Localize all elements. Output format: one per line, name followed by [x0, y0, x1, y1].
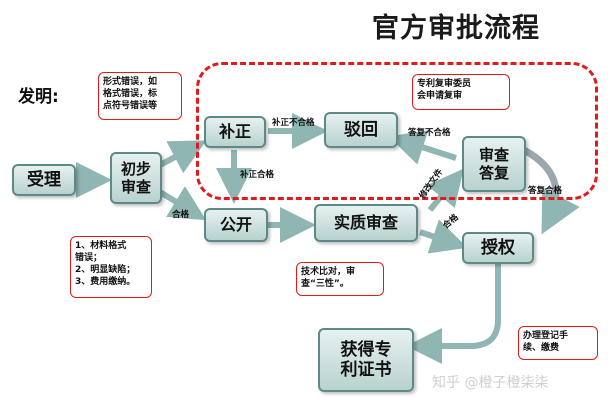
arrow-substantive-to-review: [426, 168, 464, 212]
patent-certificate-box: 获得专 利证书: [318, 328, 414, 392]
format-errors-callout: 形式错误，如 格式错误，标 点符号错误等: [98, 72, 182, 120]
requirements-callout: 1、材料格式 错误； 2、明显缺陷； 3、费用缴纳。: [70, 236, 152, 298]
publication-box: 公开: [204, 208, 268, 242]
arrow-preliminary-to-correction: [158, 140, 207, 174]
review-reply-box: 审查 答复: [462, 136, 526, 192]
correction-fail-label: 补正不合格: [272, 118, 315, 128]
arrow-preliminary-to-publication: [158, 186, 207, 221]
page-title: 官方审批流程: [372, 13, 540, 44]
invention-label: 发明:: [18, 87, 59, 107]
substantive-examination-box: 实质审查: [314, 204, 418, 242]
rejection-box: 驳回: [324, 112, 398, 148]
watermark: 知乎 @橙子橙柒柒: [432, 375, 549, 391]
preliminary-review-box: 初步 审查: [110, 152, 162, 204]
reply-fail-label: 答复不合格: [408, 128, 451, 138]
arrow-grant-to-certificate: [406, 260, 501, 364]
grant-box: 授权: [462, 232, 534, 264]
arrow-substantive-to-grant: [419, 219, 468, 254]
appeal-callout: 专利复审委员 会申请复审: [412, 74, 510, 110]
arrow-review-to-grant: [522, 146, 580, 235]
review-loop-frame: [196, 62, 598, 200]
registration-callout: 办理登记手 续、缴费: [518, 326, 598, 360]
acceptance-box: 受理: [12, 164, 76, 196]
correction-box: 补正: [204, 116, 266, 148]
correction-pass-label: 补正合格: [240, 170, 275, 180]
reply-pass-label: 答复合格: [528, 186, 563, 196]
qualified-label-1: 合格: [172, 210, 190, 220]
tech-compare-callout: 技术比对，审 查“三性”。: [296, 262, 384, 296]
arrow-review-to-rejection: [388, 130, 457, 165]
